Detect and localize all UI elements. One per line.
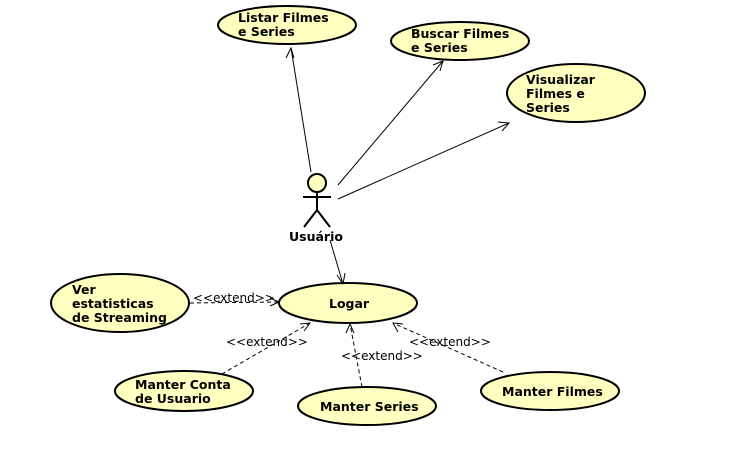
extend-label-ver-estatisticas: <<extend>>	[193, 291, 275, 305]
use-case-label-line: de Streaming	[72, 310, 167, 325]
actor-usuario[interactable]: Usuário	[289, 173, 343, 244]
assoc-logar	[329, 239, 344, 285]
arrowhead-buscar	[432, 60, 444, 72]
use-case-label-line: Visualizar	[526, 72, 596, 87]
assoc-buscar	[337, 60, 444, 186]
actor-right-leg	[316, 209, 331, 228]
extend-manter-filmes	[392, 322, 504, 373]
extend-label-manter-series: <<extend>>	[341, 349, 423, 363]
use-case-label-line: Logar	[329, 296, 370, 311]
use-case-manter-filmes[interactable]: Manter Filmes	[480, 371, 620, 411]
use-case-ver-estatisticas-streaming[interactable]: Ver estatisticas de Streaming	[50, 273, 190, 333]
extend-manter-series	[349, 323, 363, 388]
assoc-listar	[290, 47, 312, 173]
use-case-buscar-filmes-series[interactable]: Buscar Filmes e Series	[390, 21, 530, 61]
use-case-label-line: de Usuario	[135, 391, 211, 406]
extend-label-manter-conta: <<extend>>	[226, 335, 308, 349]
use-case-label-line: Filmes e	[526, 86, 585, 101]
actor-head-icon	[307, 173, 327, 193]
use-case-listar-filmes-series[interactable]: Listar Filmes e Series	[217, 5, 357, 45]
use-case-label-line: Ver	[72, 282, 96, 297]
use-case-label-line: Manter Filmes	[502, 384, 603, 399]
use-case-logar[interactable]: Logar	[278, 282, 418, 324]
extend-ver-estatisticas	[189, 301, 280, 304]
use-case-label-line: Manter Series	[320, 399, 419, 414]
use-case-label-line: e Series	[238, 24, 295, 39]
use-case-label-line: Buscar Filmes	[411, 26, 509, 41]
use-case-visualizar-filmes-series[interactable]: Visualizar Filmes e Series	[506, 63, 646, 123]
use-case-label-line: estatisticas	[72, 296, 154, 311]
arrowhead-extend-manter-filmes	[392, 322, 404, 333]
arrowhead-extend-manter-series	[345, 322, 355, 334]
extend-label-manter-filmes: <<extend>>	[409, 335, 491, 349]
arrowhead-visualizar	[497, 121, 511, 132]
use-case-label-line: Series	[526, 100, 570, 115]
use-case-label-line: e Series	[411, 40, 468, 55]
arrowhead-listar	[285, 46, 295, 59]
extend-manter-conta	[221, 322, 311, 375]
actor-left-leg	[303, 209, 318, 228]
assoc-visualizar	[337, 122, 510, 200]
use-case-manter-conta-usuario[interactable]: Manter Conta de Usuario	[114, 370, 254, 412]
actor-label: Usuário	[289, 229, 343, 244]
use-case-manter-series[interactable]: Manter Series	[297, 386, 437, 426]
use-case-label-line: Manter Conta	[135, 377, 231, 392]
use-case-label-line: Listar Filmes	[238, 10, 329, 25]
arrowhead-extend-manter-conta	[299, 322, 312, 332]
